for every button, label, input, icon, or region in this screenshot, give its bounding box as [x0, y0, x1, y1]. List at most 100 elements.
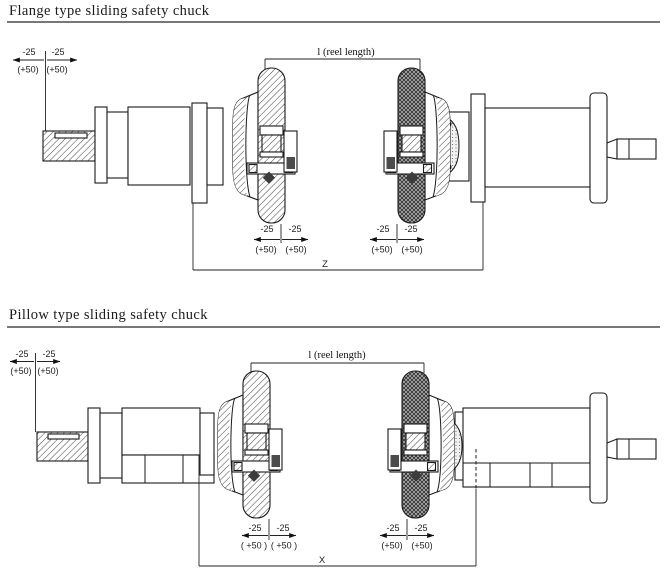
cone-hatch-band: [218, 400, 232, 491]
title-underline-pillow: [7, 326, 660, 328]
shaft-dimension: -25 -25 (+50) (+50): [12, 47, 78, 131]
mounting-flange-plate: [470, 93, 486, 203]
reel-length-label: l (reel length): [317, 47, 375, 58]
pillow-upper-cylinder: [121, 407, 201, 456]
left-chuck-dimension: -25 -25 ( +50 ) ( +50 ): [241, 519, 297, 551]
dim-minus-label: -25: [51, 47, 64, 57]
dim-minus-label: -25: [288, 224, 301, 234]
dim-plus-label: ( +50 ): [241, 541, 267, 551]
reel-length-label: l (reel length): [308, 350, 366, 361]
clamp-hatch-right: [426, 461, 437, 472]
dim-minus-label: -25: [376, 224, 389, 234]
hub-insert-dark: [386, 157, 395, 169]
cone-hatch-band: [233, 97, 247, 196]
bearing-gap: [259, 125, 284, 136]
bearing-block: [401, 134, 422, 153]
clamp-hatch-left: [248, 163, 258, 174]
hub-insert-dark: [390, 455, 399, 467]
pillow-diagram: -25 -25 (+50) (+50) l (reel length) -25 …: [9, 349, 657, 567]
dim-plus-label: ( +50 ): [271, 541, 297, 551]
handle-taper: [606, 138, 618, 160]
main-cylinder: [127, 106, 191, 186]
handle-taper: [606, 438, 618, 460]
dim-minus-label: -25: [414, 523, 427, 533]
cone-hatch-band: [436, 97, 450, 196]
cone-inner-line: [436, 397, 442, 493]
dim-minus-label: -25: [42, 349, 55, 359]
shaft-dimension: -25 -25 (+50) (+50): [9, 349, 61, 432]
clamp-hatch-left: [233, 461, 243, 472]
reel-length-dimension: l (reel length): [250, 350, 425, 373]
left-drive-unit: [36, 407, 215, 484]
end-flange: [589, 392, 608, 504]
body-step-cylinder: [106, 111, 129, 179]
right-chuck-dimension: -25 -25 (+50) (+50): [379, 519, 435, 551]
lock-diamond: [409, 469, 423, 482]
main-cylinder: [484, 107, 591, 188]
dim-plus-label: (+50): [37, 366, 58, 376]
shaft-collar-ring: [87, 407, 101, 484]
dim-plus-label: (+50): [285, 245, 306, 255]
bearing-block: [246, 432, 267, 451]
left-safety-chuck: [232, 67, 298, 224]
right-drive-unit: [454, 392, 657, 504]
shaft-collar-ring: [94, 106, 108, 184]
lock-diamond: [405, 171, 419, 184]
hub-insert-dark: [286, 157, 295, 169]
left-safety-chuck: [217, 370, 283, 519]
bearing-gap: [403, 423, 428, 434]
dim-plus-label: (+50): [401, 245, 422, 255]
left-chuck-dimension: -25 -25 (+50) (+50): [253, 224, 309, 255]
section-title-pillow: Pillow type sliding safety chuck: [9, 307, 208, 323]
handle-shaft: [616, 138, 657, 160]
title-underline-flange: [7, 21, 660, 23]
dim-plus-label: (+50): [371, 245, 392, 255]
chuck-side-collar: [206, 107, 224, 186]
section-title-flange: Flange type sliding safety chuck: [9, 3, 210, 19]
cone-inner-line: [230, 397, 236, 493]
chuck-side-collar: [199, 412, 215, 476]
dim-minus-label: -25: [260, 224, 273, 234]
dim-minus-label: -25: [276, 523, 289, 533]
dim-plus-label: (+50): [17, 65, 38, 75]
bearing-gap: [399, 125, 424, 136]
bearing-gap-lower: [244, 449, 269, 456]
dim-plus-label: (+50): [46, 65, 67, 75]
cone-inner-line: [432, 94, 438, 198]
bearing-block: [261, 134, 282, 153]
dim-minus-label: -25: [15, 349, 28, 359]
reel-length-dimension: l (reel length): [264, 47, 421, 70]
shaft-keyway: [47, 433, 80, 440]
left-drive-unit: [42, 102, 224, 204]
shaft-keyway: [54, 132, 88, 139]
dim-plus-label: (+50): [10, 366, 31, 376]
bearing-gap-lower: [399, 151, 424, 158]
lock-diamond: [247, 469, 261, 482]
clamp-hatch-right: [422, 163, 433, 174]
bearing-gap: [244, 423, 269, 434]
right-safety-chuck: [387, 370, 463, 519]
dim-minus-label: -25: [386, 523, 399, 533]
bearing-gap-lower: [403, 449, 428, 456]
mounting-flange-plate: [191, 102, 208, 204]
span-z-label: Z: [322, 259, 328, 270]
right-chuck-dimension: -25 -25 (+50) (+50): [369, 224, 425, 255]
lock-diamond: [262, 171, 276, 184]
dim-minus-label: -25: [22, 47, 35, 57]
span-dimension-z: Z: [192, 202, 484, 271]
span-x-label: X: [319, 555, 326, 566]
right-safety-chuck: [383, 67, 460, 224]
dim-plus-label: (+50): [381, 541, 402, 551]
dim-minus-label: -25: [404, 224, 417, 234]
end-flange: [589, 92, 608, 204]
hub-insert-dark: [271, 455, 280, 467]
cone-inner-line: [245, 94, 251, 198]
cone-hatch-band: [440, 400, 454, 491]
bearing-gap-lower: [259, 151, 284, 158]
dim-plus-label: (+50): [255, 245, 276, 255]
dim-plus-label: (+50): [411, 541, 432, 551]
bearing-block: [405, 432, 426, 451]
right-drive-unit: [448, 92, 657, 204]
